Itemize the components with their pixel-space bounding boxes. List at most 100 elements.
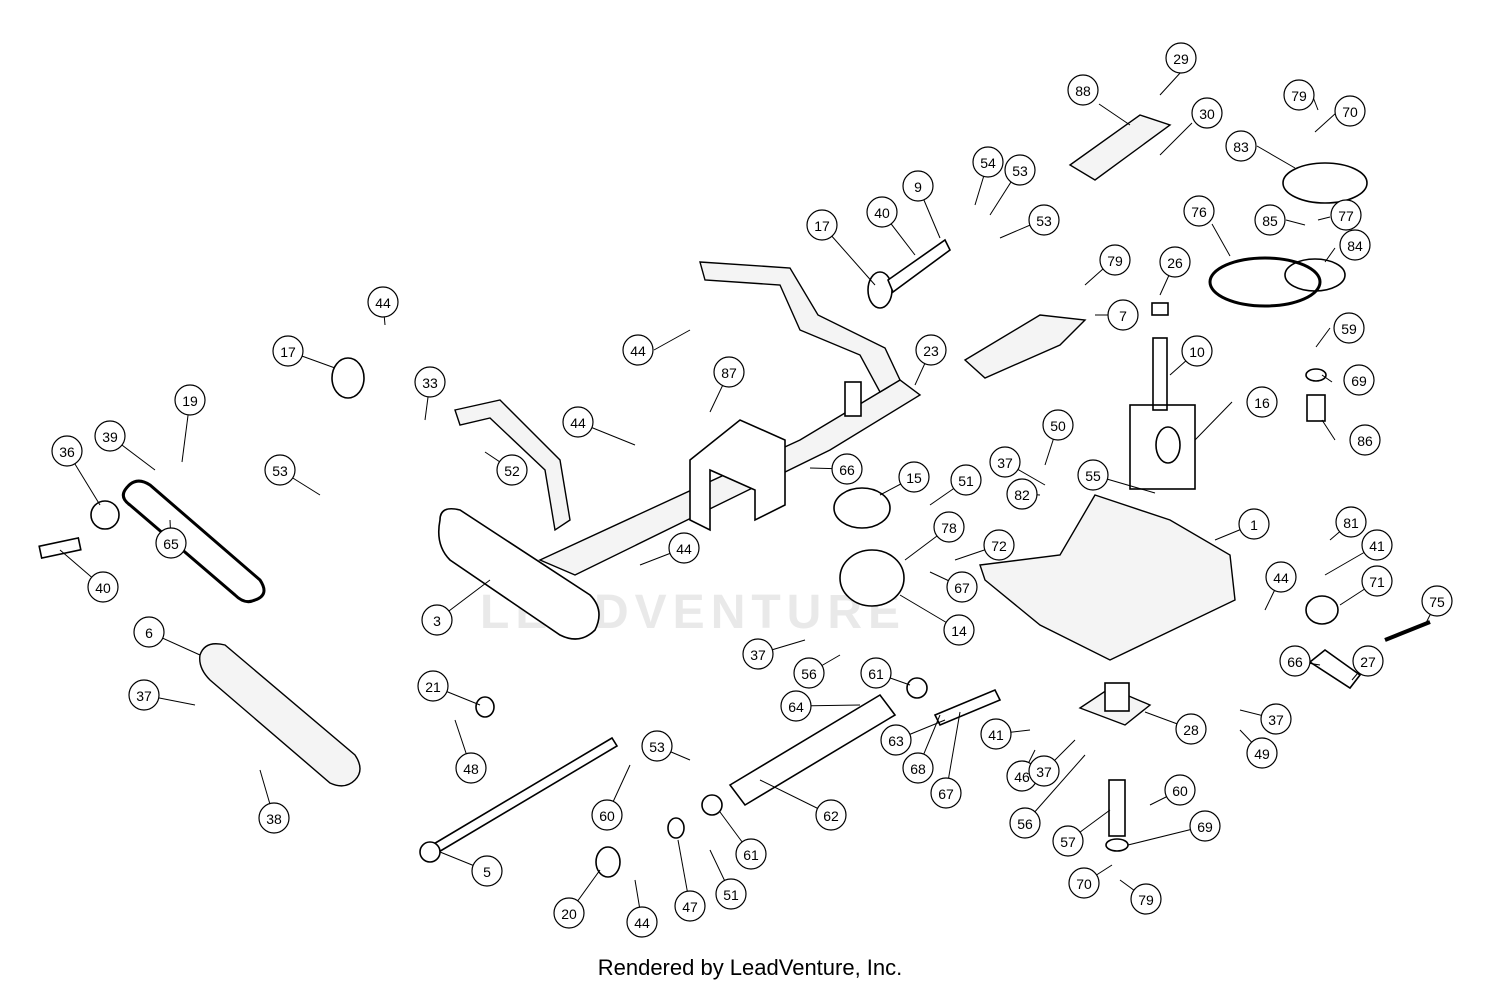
shaft-top bbox=[887, 238, 952, 294]
spacer-21 bbox=[475, 696, 495, 718]
callout-71: 71 bbox=[1361, 565, 1393, 597]
caster-box-outline bbox=[1129, 404, 1196, 490]
callout-number: 70 bbox=[1076, 876, 1092, 892]
callout-number: 15 bbox=[906, 470, 922, 486]
callout-7: 7 bbox=[1107, 299, 1139, 331]
callout-number: 49 bbox=[1254, 746, 1270, 762]
callout-37: 37 bbox=[128, 679, 160, 711]
callout-3: 3 bbox=[421, 604, 453, 636]
callout-37: 37 bbox=[989, 446, 1021, 478]
callout-circle bbox=[1009, 807, 1041, 839]
spring-75 bbox=[1384, 620, 1431, 642]
callout-38: 38 bbox=[258, 802, 290, 834]
callout-circle bbox=[1068, 867, 1100, 899]
callout-68: 68 bbox=[902, 752, 934, 784]
callout-number: 79 bbox=[1138, 892, 1154, 908]
callout-56: 56 bbox=[793, 657, 825, 689]
callout-number: 81 bbox=[1343, 515, 1359, 531]
callout-number: 37 bbox=[750, 647, 766, 663]
callout-51: 51 bbox=[950, 464, 982, 496]
callout-circle bbox=[806, 209, 838, 241]
callout-number: 55 bbox=[1085, 468, 1101, 484]
callout-26: 26 bbox=[1159, 246, 1191, 278]
callout-number: 84 bbox=[1347, 238, 1363, 254]
callout-circle bbox=[915, 334, 947, 366]
callout-15: 15 bbox=[898, 461, 930, 493]
callout-41: 41 bbox=[1361, 529, 1393, 561]
callout-21: 21 bbox=[417, 670, 449, 702]
callout-circle bbox=[1130, 883, 1162, 915]
callout-circle bbox=[1361, 565, 1393, 597]
callout-circle bbox=[972, 146, 1004, 178]
flange-bearing-left bbox=[331, 357, 365, 399]
callout-number: 77 bbox=[1338, 208, 1354, 224]
callout-circle bbox=[1352, 645, 1384, 677]
callout-57: 57 bbox=[1052, 825, 1084, 857]
callout-circle bbox=[1028, 204, 1060, 236]
callout-circle bbox=[1165, 42, 1197, 74]
callout-61: 61 bbox=[735, 838, 767, 870]
callout-circle bbox=[1189, 810, 1221, 842]
callout-79: 79 bbox=[1099, 244, 1131, 276]
callout-69: 69 bbox=[1189, 810, 1221, 842]
callout-number: 28 bbox=[1183, 722, 1199, 738]
callout-number: 30 bbox=[1199, 106, 1215, 122]
callout-circle bbox=[94, 420, 126, 452]
callout-circle bbox=[983, 529, 1015, 561]
callout-40: 40 bbox=[87, 571, 119, 603]
upper-frame-handle bbox=[699, 261, 901, 393]
callout-44: 44 bbox=[1265, 561, 1297, 593]
callout-79: 79 bbox=[1130, 883, 1162, 915]
callout-circle bbox=[815, 799, 847, 831]
callout-number: 67 bbox=[954, 580, 970, 596]
callout-number: 56 bbox=[1017, 816, 1033, 832]
callout-number: 78 bbox=[941, 520, 957, 536]
callout-circle bbox=[1279, 645, 1311, 677]
callout-number: 10 bbox=[1189, 344, 1205, 360]
callout-circle bbox=[668, 532, 700, 564]
callout-circle bbox=[1042, 409, 1074, 441]
callout-88: 88 bbox=[1067, 74, 1099, 106]
callout-circle bbox=[989, 446, 1021, 478]
callout-circle bbox=[1004, 154, 1036, 186]
flange-bearing-top bbox=[867, 271, 893, 309]
callout-number: 44 bbox=[570, 415, 586, 431]
callout-6: 6 bbox=[133, 616, 165, 648]
callout-44: 44 bbox=[622, 334, 654, 366]
bushing-61-upper bbox=[906, 677, 928, 699]
callout-number: 37 bbox=[997, 455, 1013, 471]
callout-number: 75 bbox=[1429, 594, 1445, 610]
callout-72: 72 bbox=[983, 529, 1015, 561]
sprocket-large bbox=[90, 500, 120, 530]
callout-number: 47 bbox=[682, 899, 698, 915]
callout-circle bbox=[1077, 459, 1109, 491]
callout-number: 23 bbox=[923, 343, 939, 359]
callout-number: 3 bbox=[433, 613, 441, 629]
callout-circle bbox=[1164, 774, 1196, 806]
callout-number: 29 bbox=[1173, 51, 1189, 67]
callout-23: 23 bbox=[915, 334, 947, 366]
bracket-63 bbox=[933, 688, 1002, 727]
callout-5: 5 bbox=[471, 855, 503, 887]
callout-circle bbox=[902, 752, 934, 784]
callout-circle bbox=[1339, 229, 1371, 261]
callout-44: 44 bbox=[626, 906, 658, 938]
callout-number: 44 bbox=[634, 915, 650, 931]
callout-circle bbox=[1183, 195, 1215, 227]
callout-circle bbox=[1361, 529, 1393, 561]
pivot-arm-1 bbox=[979, 494, 1236, 661]
callout-50: 50 bbox=[1042, 409, 1074, 441]
callout-number: 61 bbox=[743, 847, 759, 863]
callout-number: 66 bbox=[839, 462, 855, 478]
callout-56: 56 bbox=[1009, 807, 1041, 839]
callout-65: 65 bbox=[155, 527, 187, 559]
spacer-86 bbox=[1306, 394, 1326, 422]
callout-66: 66 bbox=[831, 453, 863, 485]
callout-circle bbox=[715, 878, 747, 910]
callout-number: 87 bbox=[721, 365, 737, 381]
callout-number: 71 bbox=[1369, 574, 1385, 590]
callout-19: 19 bbox=[174, 384, 206, 416]
callout-circle bbox=[455, 752, 487, 784]
